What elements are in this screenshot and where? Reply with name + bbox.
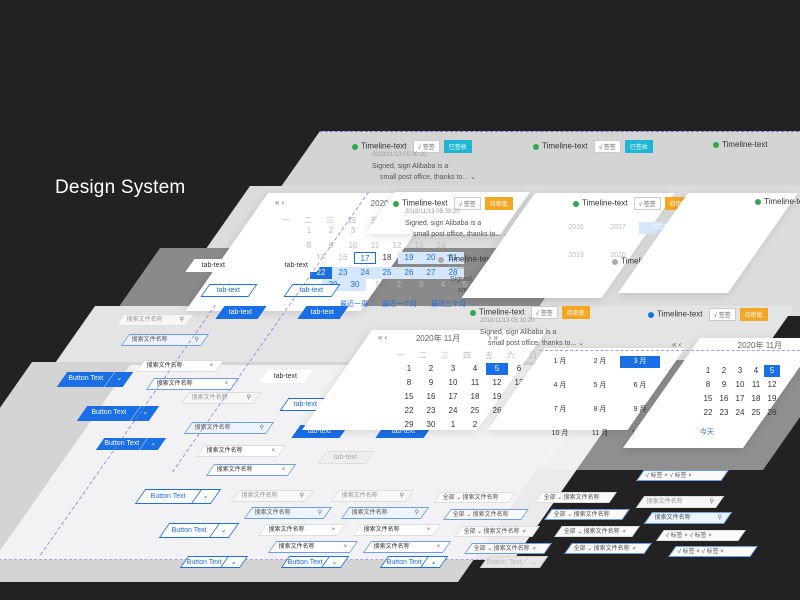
- timeline-content: 2018/11/13 05:30:20 Signed, sign Alibaba…: [372, 152, 477, 181]
- tag-select-input[interactable]: √ 标签 × √ 标签 ×: [656, 530, 746, 541]
- tab-item-disabled: tab-text: [317, 451, 375, 464]
- date-picker-weekdays: 一二三四五六日: [397, 351, 537, 360]
- search-icon: ⚲: [709, 499, 714, 505]
- guide-line: [540, 350, 800, 351]
- scoped-search-input[interactable]: 全部 ⌄ 搜索文件名称: [534, 492, 617, 503]
- split-button-outline-small[interactable]: Button Text⌄: [379, 556, 449, 568]
- check-circle-icon: [393, 200, 399, 207]
- date-range-days-active: 15 16 17 18 19 20 21 22 23 24 25 26 27 2…: [310, 252, 464, 279]
- search-input-filled[interactable]: 搜索文件名称×: [352, 524, 442, 536]
- timeline-item: Timeline-text: [755, 197, 800, 206]
- search-input-focused[interactable]: 搜索文件名称⚲: [643, 512, 733, 524]
- chevron-down-icon[interactable]: ⌄: [470, 174, 477, 181]
- page-title: Design System: [55, 177, 186, 198]
- search-input-filled[interactable]: 搜索文件名称×: [257, 524, 347, 536]
- timeline-item: Timeline-text √ 签签待审批: [393, 197, 513, 210]
- search-input-filled[interactable]: 搜索文件名称×: [135, 360, 225, 372]
- search-input-filled-focused[interactable]: 搜索文件名称×: [267, 541, 359, 553]
- close-icon: ×: [332, 527, 336, 533]
- close-icon[interactable]: ×: [225, 381, 229, 387]
- tab-item[interactable]: tab-text: [185, 259, 243, 272]
- scoped-search-input-filled-focused[interactable]: 全部 ⌄ 搜索文件名称 ×: [564, 543, 652, 554]
- timeline-item: Timeline-text √ 签签已签收: [533, 140, 653, 153]
- search-input-focused[interactable]: 搜索文件名称⚲: [340, 507, 430, 519]
- close-icon: ×: [344, 544, 348, 550]
- search-input[interactable]: 搜索文件名称⚲: [230, 490, 315, 502]
- timeline-content: 2018/11/13 05:30:20 Signed, sign Alibaba…: [405, 207, 509, 240]
- search-icon: ⚲: [299, 493, 304, 499]
- timeline-item: Timeline-text √ 签签待审批: [470, 306, 590, 319]
- prev-nav-icon[interactable]: « ‹: [275, 198, 285, 207]
- circle-icon: [438, 256, 444, 263]
- today-link[interactable]: 今天: [700, 429, 714, 436]
- split-button-outline[interactable]: Button Text⌄: [158, 523, 240, 538]
- search-input-focused[interactable]: 搜索文件名称⚲: [243, 507, 333, 519]
- split-button-outline-small[interactable]: Button Text⌄: [280, 556, 350, 568]
- tag-select-input-focused[interactable]: √ 标签 × √ 标签 ×: [668, 546, 758, 557]
- shortcut-last-week[interactable]: 最近一周: [340, 301, 368, 308]
- search-icon: ⚲: [717, 515, 722, 521]
- scoped-search-input-filled-focused[interactable]: 全部 ⌄ 搜索文件名称 ×: [464, 543, 552, 554]
- tag-select-input[interactable]: √ 标签 × √ 标签 ×: [636, 470, 729, 481]
- month-grid: 1 月 2 月 3 月 4 月 5 月 6 月 7 月 8 月 9 月 10 月…: [540, 356, 660, 440]
- tag-done: 已签收: [443, 140, 472, 153]
- date-picker-right-calendar: « ‹ 2020年 11月: [672, 340, 782, 350]
- close-icon: ×: [282, 467, 286, 473]
- scoped-search-input-filled[interactable]: 全部 ⌄ 搜索文件名称 ×: [454, 526, 540, 537]
- check-circle-icon: [533, 143, 539, 150]
- loading-icon: [648, 311, 654, 318]
- search-icon: ⚲: [259, 425, 264, 431]
- search-input[interactable]: 搜索文件名称⚲: [115, 314, 195, 326]
- check-circle-icon: [470, 309, 476, 316]
- tab-item-active[interactable]: tab-text: [200, 284, 258, 297]
- check-circle-icon: [755, 198, 761, 205]
- timeline-item: Timeline-text: [713, 140, 768, 149]
- scoped-search-input[interactable]: 全部 ⌄ 搜索文件名称: [433, 492, 516, 503]
- split-button-outline-small[interactable]: Button Text⌄: [179, 556, 249, 568]
- timeline-item: Timeline-text √ 签签待审批: [648, 308, 768, 321]
- close-icon[interactable]: ×: [210, 363, 214, 369]
- scoped-search-input-focused[interactable]: 全部 ⌄ 搜索文件名称: [544, 509, 630, 520]
- search-icon: ⚲: [246, 395, 251, 401]
- check-circle-icon: [713, 141, 719, 148]
- search-input-filled-focused[interactable]: 搜索文件名称×: [362, 541, 452, 553]
- chevron-down-icon[interactable]: ⌄: [578, 340, 585, 347]
- search-input-focused[interactable]: 搜索文件名称⚲: [183, 422, 275, 434]
- close-icon: ×: [272, 448, 276, 454]
- check-circle-icon: [573, 200, 579, 207]
- split-button-outline[interactable]: Button Text⌄: [134, 489, 222, 504]
- prev-nav-icon[interactable]: « ‹: [378, 333, 388, 342]
- calendar-header: 2020年 11月: [415, 334, 461, 343]
- search-icon: ⚲: [317, 510, 322, 516]
- shortcut-last-3-months[interactable]: 最近三个月: [431, 301, 466, 308]
- search-icon[interactable]: ⚲: [194, 337, 199, 343]
- timeline-item: Timeline-text √ 签签已签收: [352, 140, 472, 153]
- search-input-focused[interactable]: 搜索文件名称⚲: [120, 334, 210, 346]
- search-input-filled[interactable]: 搜索文件名称×: [195, 445, 287, 457]
- circle-icon: [612, 258, 618, 265]
- check-circle-icon: [352, 143, 358, 150]
- search-input[interactable]: 搜索文件名称⚲: [635, 496, 725, 508]
- scoped-search-input-focused[interactable]: 全部 ⌄ 搜索文件名称: [443, 509, 529, 520]
- search-icon[interactable]: ⚲: [179, 317, 184, 323]
- split-button-primary-small[interactable]: Button Text⌄: [95, 438, 167, 450]
- split-button-primary[interactable]: Button Text⌄: [56, 372, 134, 387]
- scoped-search-input-filled[interactable]: 全部 ⌄ 搜索文件名称 ×: [554, 526, 640, 537]
- timeline-content: 2018/11/13 05:30:20 Signed, sign Alibaba…: [480, 318, 585, 347]
- tab-item-active[interactable]: tab-text: [283, 284, 341, 297]
- next-nav-icon[interactable]: › »: [488, 333, 498, 342]
- search-input[interactable]: 搜索文件名称⚲: [330, 490, 415, 502]
- split-button-primary[interactable]: Button Text⌄: [76, 406, 160, 421]
- shortcut-last-month[interactable]: 最近一个月: [382, 301, 417, 308]
- tag-signed: √ 签签: [412, 140, 440, 153]
- tab-item[interactable]: tab-text: [259, 370, 313, 383]
- split-button-disabled: Button Text⌄: [479, 556, 549, 568]
- date-picker-calendar: « ‹ 2020年 11月 › »: [378, 333, 498, 350]
- search-input-filled-focused[interactable]: 搜索文件名称×: [205, 464, 297, 476]
